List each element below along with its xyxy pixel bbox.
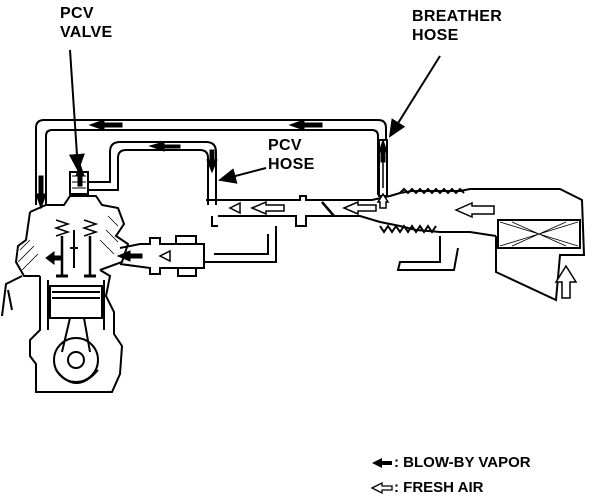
- callout-leaders: [68, 49, 441, 184]
- blowby-flow-arrows: [35, 119, 388, 265]
- top-return-tube: [35, 119, 387, 205]
- pcv-valve-label-line1: PCV: [60, 5, 94, 22]
- pcv-hose-label-line2: HOSE: [268, 156, 315, 173]
- breather-hose-label-line1: BREATHER: [412, 8, 503, 25]
- legend-symbols: [370, 458, 393, 495]
- blowby-arrow-intake-1: [116, 250, 143, 262]
- legend-fresh-text: : FRESH AIR: [394, 479, 484, 496]
- fresh-arrow-inlet: [554, 264, 578, 299]
- blowby-arrow-top-2: [288, 119, 323, 131]
- breather-hose-label-line2: HOSE: [412, 27, 459, 44]
- legend-fresh-symbol: [370, 481, 393, 495]
- fresh-arrow-manifold: [158, 249, 171, 263]
- blowby-arrow-engine-1: [45, 251, 63, 265]
- fresh-arrow-4: [228, 201, 241, 215]
- legend-blowby-symbol: [372, 458, 392, 468]
- legend-blowby-text: : BLOW-BY VAPOR: [394, 454, 531, 471]
- engine-block: [1, 171, 130, 393]
- pcv-valve-leader: [68, 49, 85, 172]
- blowby-arrow-loop-top: [148, 141, 181, 152]
- blowby-arrow-valve-up: [75, 162, 85, 187]
- pcv-hose-loop: [86, 141, 217, 205]
- breather-hose-label: BREATHER HOSE: [412, 7, 502, 45]
- fresh-arrow-1: [250, 200, 285, 216]
- legend-fresh: : FRESH AIR: [394, 479, 483, 496]
- legend-blowby: : BLOW-BY VAPOR: [394, 454, 531, 471]
- fresh-arrow-2: [342, 200, 377, 216]
- pcv-valve-label-line2: VALVE: [60, 24, 113, 41]
- blowby-arrow-loop-right: [206, 149, 218, 174]
- pcv-hose-label-line1: PCV: [268, 137, 302, 154]
- fresh-arrow-3: [454, 201, 495, 219]
- blowby-arrow-top-1: [88, 119, 123, 131]
- fresh-arrow-breather: [376, 192, 390, 209]
- intake-manifold: [119, 216, 218, 277]
- pcv-hose-label: PCV HOSE: [268, 136, 315, 174]
- intake-duct: [203, 187, 586, 302]
- pcv-valve-label: PCV VALVE: [60, 4, 112, 42]
- pcv-hose-leader: [218, 167, 267, 184]
- breather-hose-leader: [388, 55, 441, 138]
- blowby-arrow-breather-up: [378, 138, 388, 163]
- blowby-arrow-left-down: [35, 175, 47, 210]
- freshair-flow-arrows: [158, 192, 578, 299]
